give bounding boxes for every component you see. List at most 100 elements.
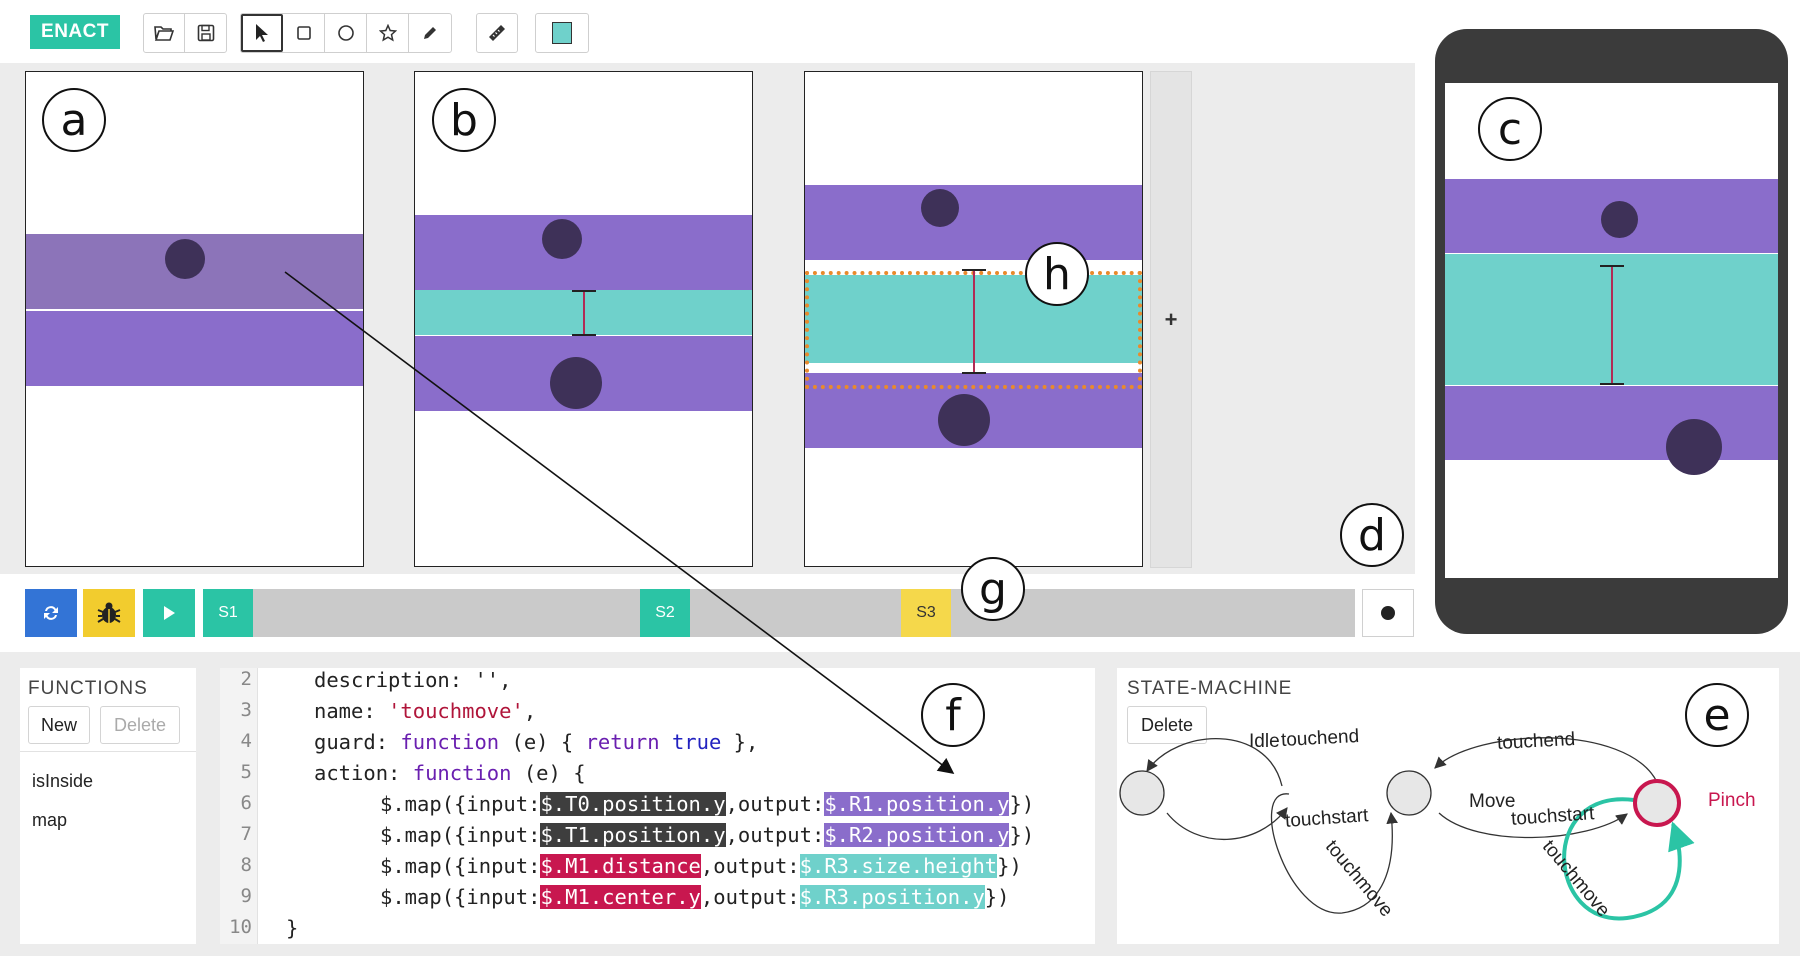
transition-pinch-move[interactable] — [1434, 737, 1658, 783]
input-touch-t0[interactable]: $.T0.position.y — [540, 792, 726, 816]
state-button-s3[interactable]: S3 — [901, 589, 951, 637]
code-token: name: — [314, 699, 389, 723]
state-label-move: Move — [1469, 791, 1516, 812]
code-token: $.map({input: — [380, 792, 541, 816]
touch-point-t0[interactable] — [921, 189, 959, 227]
record-icon — [1381, 606, 1395, 620]
preview-rectangle-r2 — [1445, 386, 1778, 460]
functions-panel: FUNCTIONS New Delete isInside map — [20, 668, 196, 944]
output-rect-r1[interactable]: $.R1.position.y — [824, 792, 1010, 816]
state-node-pinch[interactable] — [1633, 779, 1681, 827]
circle-icon[interactable] — [325, 14, 367, 52]
fill-color-group — [535, 13, 589, 53]
preview-touch-t1 — [1666, 419, 1722, 475]
add-state-button[interactable]: + — [1150, 71, 1192, 568]
new-function-button[interactable]: New — [28, 706, 90, 744]
rectangle-r2[interactable] — [26, 311, 363, 386]
rectangle-icon[interactable] — [283, 14, 325, 52]
code-line-3: name: 'touchmove', — [314, 699, 536, 723]
transition-pinch-loop[interactable] — [1562, 797, 1695, 921]
rectangle-r1[interactable] — [805, 185, 1142, 260]
input-touch-t1[interactable]: $.T1.position.y — [540, 823, 726, 847]
output-rect-r3-height[interactable]: $.R3.size.height — [799, 854, 998, 878]
fill-color-swatch — [552, 22, 572, 44]
state-label-pinch: Pinch — [1708, 790, 1756, 811]
line-number: 4 — [240, 730, 252, 752]
transition-label: touchstart — [1284, 805, 1370, 832]
label-a: a — [42, 88, 106, 152]
touch-point-t1[interactable] — [938, 394, 990, 446]
timeline-track[interactable] — [252, 589, 1355, 637]
line-number: 9 — [240, 885, 252, 907]
functions-divider — [20, 751, 196, 752]
state-frame-s3[interactable] — [804, 71, 1143, 567]
play-icon — [164, 606, 175, 620]
label-c: c — [1478, 97, 1542, 161]
save-icon[interactable] — [185, 14, 226, 52]
code-line-6: $.map({input:$.T0.position.y,output:$.R1… — [380, 792, 1034, 816]
line-number: 7 — [240, 823, 252, 845]
state-node-idle[interactable] — [1119, 770, 1165, 816]
touch-point-t1[interactable] — [550, 357, 602, 409]
output-rect-r2[interactable]: $.R2.position.y — [824, 823, 1010, 847]
transition-label: touchend — [1496, 728, 1576, 755]
code-line-8: $.map({input:$.M1.distance,output:$.R3.s… — [380, 854, 1022, 878]
code-token: ,output: — [725, 792, 825, 816]
code-line-2: description: '', — [314, 668, 512, 692]
folder-open-icon[interactable] — [144, 14, 186, 52]
delete-function-button[interactable]: Delete — [100, 706, 180, 744]
code-token: $.map({input: — [380, 823, 541, 847]
debug-button[interactable] — [83, 589, 135, 637]
line-number: 3 — [240, 699, 252, 721]
code-token: guard: — [314, 730, 401, 754]
code-keyword: function — [400, 730, 500, 754]
code-keyword: return — [585, 730, 660, 754]
fill-color-picker[interactable] — [536, 14, 588, 52]
star-icon[interactable] — [367, 14, 409, 52]
line-number-gutter — [220, 668, 258, 944]
pen-icon[interactable] — [409, 14, 451, 52]
distance-measure[interactable] — [572, 290, 596, 336]
code-token: ,output: — [700, 885, 800, 909]
record-button[interactable] — [1362, 589, 1414, 637]
refresh-button[interactable] — [25, 589, 77, 637]
touch-point-t0[interactable] — [542, 219, 582, 259]
code-token: }, — [721, 730, 759, 754]
output-rect-r3-position[interactable]: $.R3.position.y — [799, 885, 985, 909]
line-number: 8 — [240, 854, 252, 876]
function-item-isinside[interactable]: isInside — [32, 771, 94, 791]
function-item-map[interactable]: map — [32, 810, 68, 830]
distance-measure[interactable] — [962, 269, 986, 374]
state-machine-title: STATE-MACHINE — [1127, 678, 1293, 699]
drawing-tools-group — [240, 13, 452, 53]
rectangle-r1[interactable] — [415, 215, 752, 290]
touch-point-t0[interactable] — [165, 239, 205, 279]
input-measure-m1-distance[interactable]: $.M1.distance — [540, 854, 701, 878]
state-node-move[interactable] — [1386, 770, 1432, 816]
code-token: }) — [997, 854, 1022, 878]
label-g: g — [961, 557, 1025, 621]
ruler-icon[interactable] — [477, 14, 517, 52]
label-d: d — [1340, 503, 1404, 567]
code-literal: true — [659, 730, 722, 754]
code-keyword: function — [412, 761, 512, 785]
state-button-s2[interactable]: S2 — [640, 589, 690, 637]
transition-move-loop[interactable] — [1270, 793, 1398, 914]
label-f: f — [921, 683, 985, 747]
input-measure-m1-center[interactable]: $.M1.center.y — [540, 885, 701, 909]
label-e: e — [1685, 683, 1749, 747]
code-line-4: guard: function (e) { return true }, — [314, 730, 758, 754]
refresh-icon — [44, 606, 58, 620]
transition-move-pinch[interactable] — [1438, 812, 1628, 839]
label-h: h — [1025, 242, 1089, 306]
state-machine-labels: Idle Move Pinch touchend touchstart touc… — [1117, 668, 1779, 944]
transition-label: touchstart — [1510, 803, 1596, 830]
state-button-s1[interactable]: S1 — [203, 589, 253, 637]
code-line-5: action: function (e) { — [314, 761, 586, 785]
code-token: }) — [1009, 792, 1035, 816]
delete-state-button[interactable]: Delete — [1127, 706, 1207, 744]
pointer-icon[interactable] — [241, 14, 283, 52]
play-button[interactable] — [143, 589, 195, 637]
transition-move-idle[interactable] — [1146, 738, 1283, 787]
transition-idle-move[interactable] — [1166, 807, 1288, 841]
